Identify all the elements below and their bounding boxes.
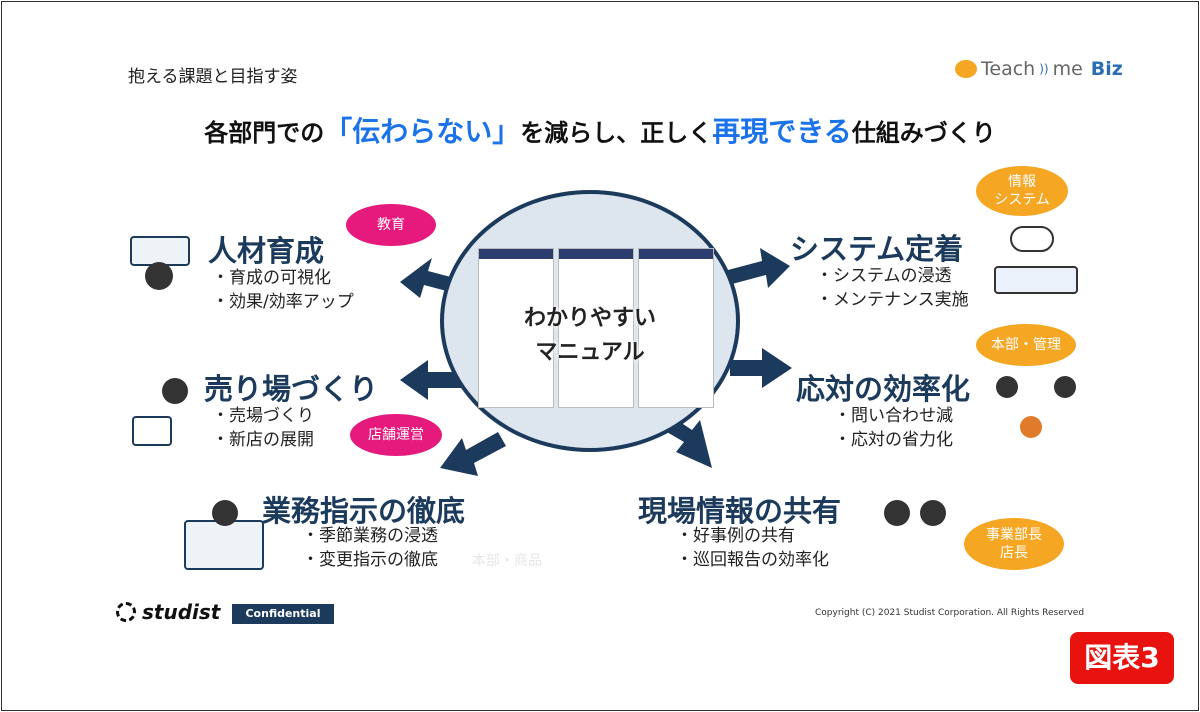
tag-bubble: 情報システム <box>976 166 1068 216</box>
confidential-label: Confidential <box>232 604 334 624</box>
manual-screenshot-3 <box>638 248 714 408</box>
cloud-icon <box>1010 226 1054 252</box>
topic-title: 応対の効率化 <box>796 372 971 406</box>
owl-icon <box>955 60 977 78</box>
topic-title: 人材育成 <box>208 234 325 268</box>
arrow-right <box>730 348 792 388</box>
person-icon <box>1020 416 1042 438</box>
person-icon <box>884 500 910 526</box>
topic-title: システム定着 <box>790 232 964 266</box>
arrow-left <box>400 360 462 400</box>
topic-title: 売り場づくり <box>204 372 379 406</box>
person-icon <box>162 378 188 404</box>
studist-ring-icon <box>116 602 136 622</box>
headline: 各部門での「伝わらない」を減らし、正しく再現できる仕組みづくり <box>204 115 996 148</box>
topic-bullets: ・システムの浸透・メンテナンス実施 <box>816 266 969 310</box>
person-icon <box>996 376 1018 398</box>
topic-bullets: ・好事例の共有・巡回報告の効率化 <box>676 526 829 570</box>
studist-logo: studist <box>116 600 220 624</box>
tag-bubble: 店舗運営 <box>350 414 442 456</box>
meeting-screen-icon <box>184 520 264 570</box>
arrow-upper-right <box>728 248 790 288</box>
topic-bullets: ・季節業務の浸透・変更指示の徹底 <box>302 526 438 570</box>
copyright: Copyright (C) 2021 Studist Corporation. … <box>815 608 1085 618</box>
wave-icon: )) <box>1039 62 1049 76</box>
topic-bullets: ・問い合わせ減・応対の省力化 <box>834 406 953 450</box>
tag-bubble: 事業部長店長 <box>964 518 1064 570</box>
arrow-lower-left <box>440 432 506 476</box>
center-label: わかりやすいマニュアル <box>523 306 656 365</box>
topic-title: 業務指示の徹底 <box>262 494 466 528</box>
figure-badge: 図表3 <box>1070 632 1174 684</box>
person-icon <box>1054 376 1076 398</box>
manual-screenshot-1 <box>478 248 554 408</box>
box-icon <box>132 416 172 446</box>
manual-screenshot-2 <box>558 248 634 408</box>
topic-title: 現場情報の共有 <box>638 494 842 528</box>
slide-subtitle: 抱える課題と目指す姿 <box>128 67 298 87</box>
tag-bubble: 本部・管理 <box>976 324 1076 366</box>
tag-faded: 本部・商品 <box>472 553 542 569</box>
devices-icon <box>994 266 1078 294</box>
person-icon <box>212 500 238 526</box>
person-icon <box>145 262 173 290</box>
tag-bubble: 教育 <box>346 204 436 246</box>
topic-bullets: ・育成の可視化・効果/効率アップ <box>212 268 354 312</box>
person-icon <box>920 500 946 526</box>
topic-bullets: ・売場づくり・新店の展開 <box>212 406 314 450</box>
